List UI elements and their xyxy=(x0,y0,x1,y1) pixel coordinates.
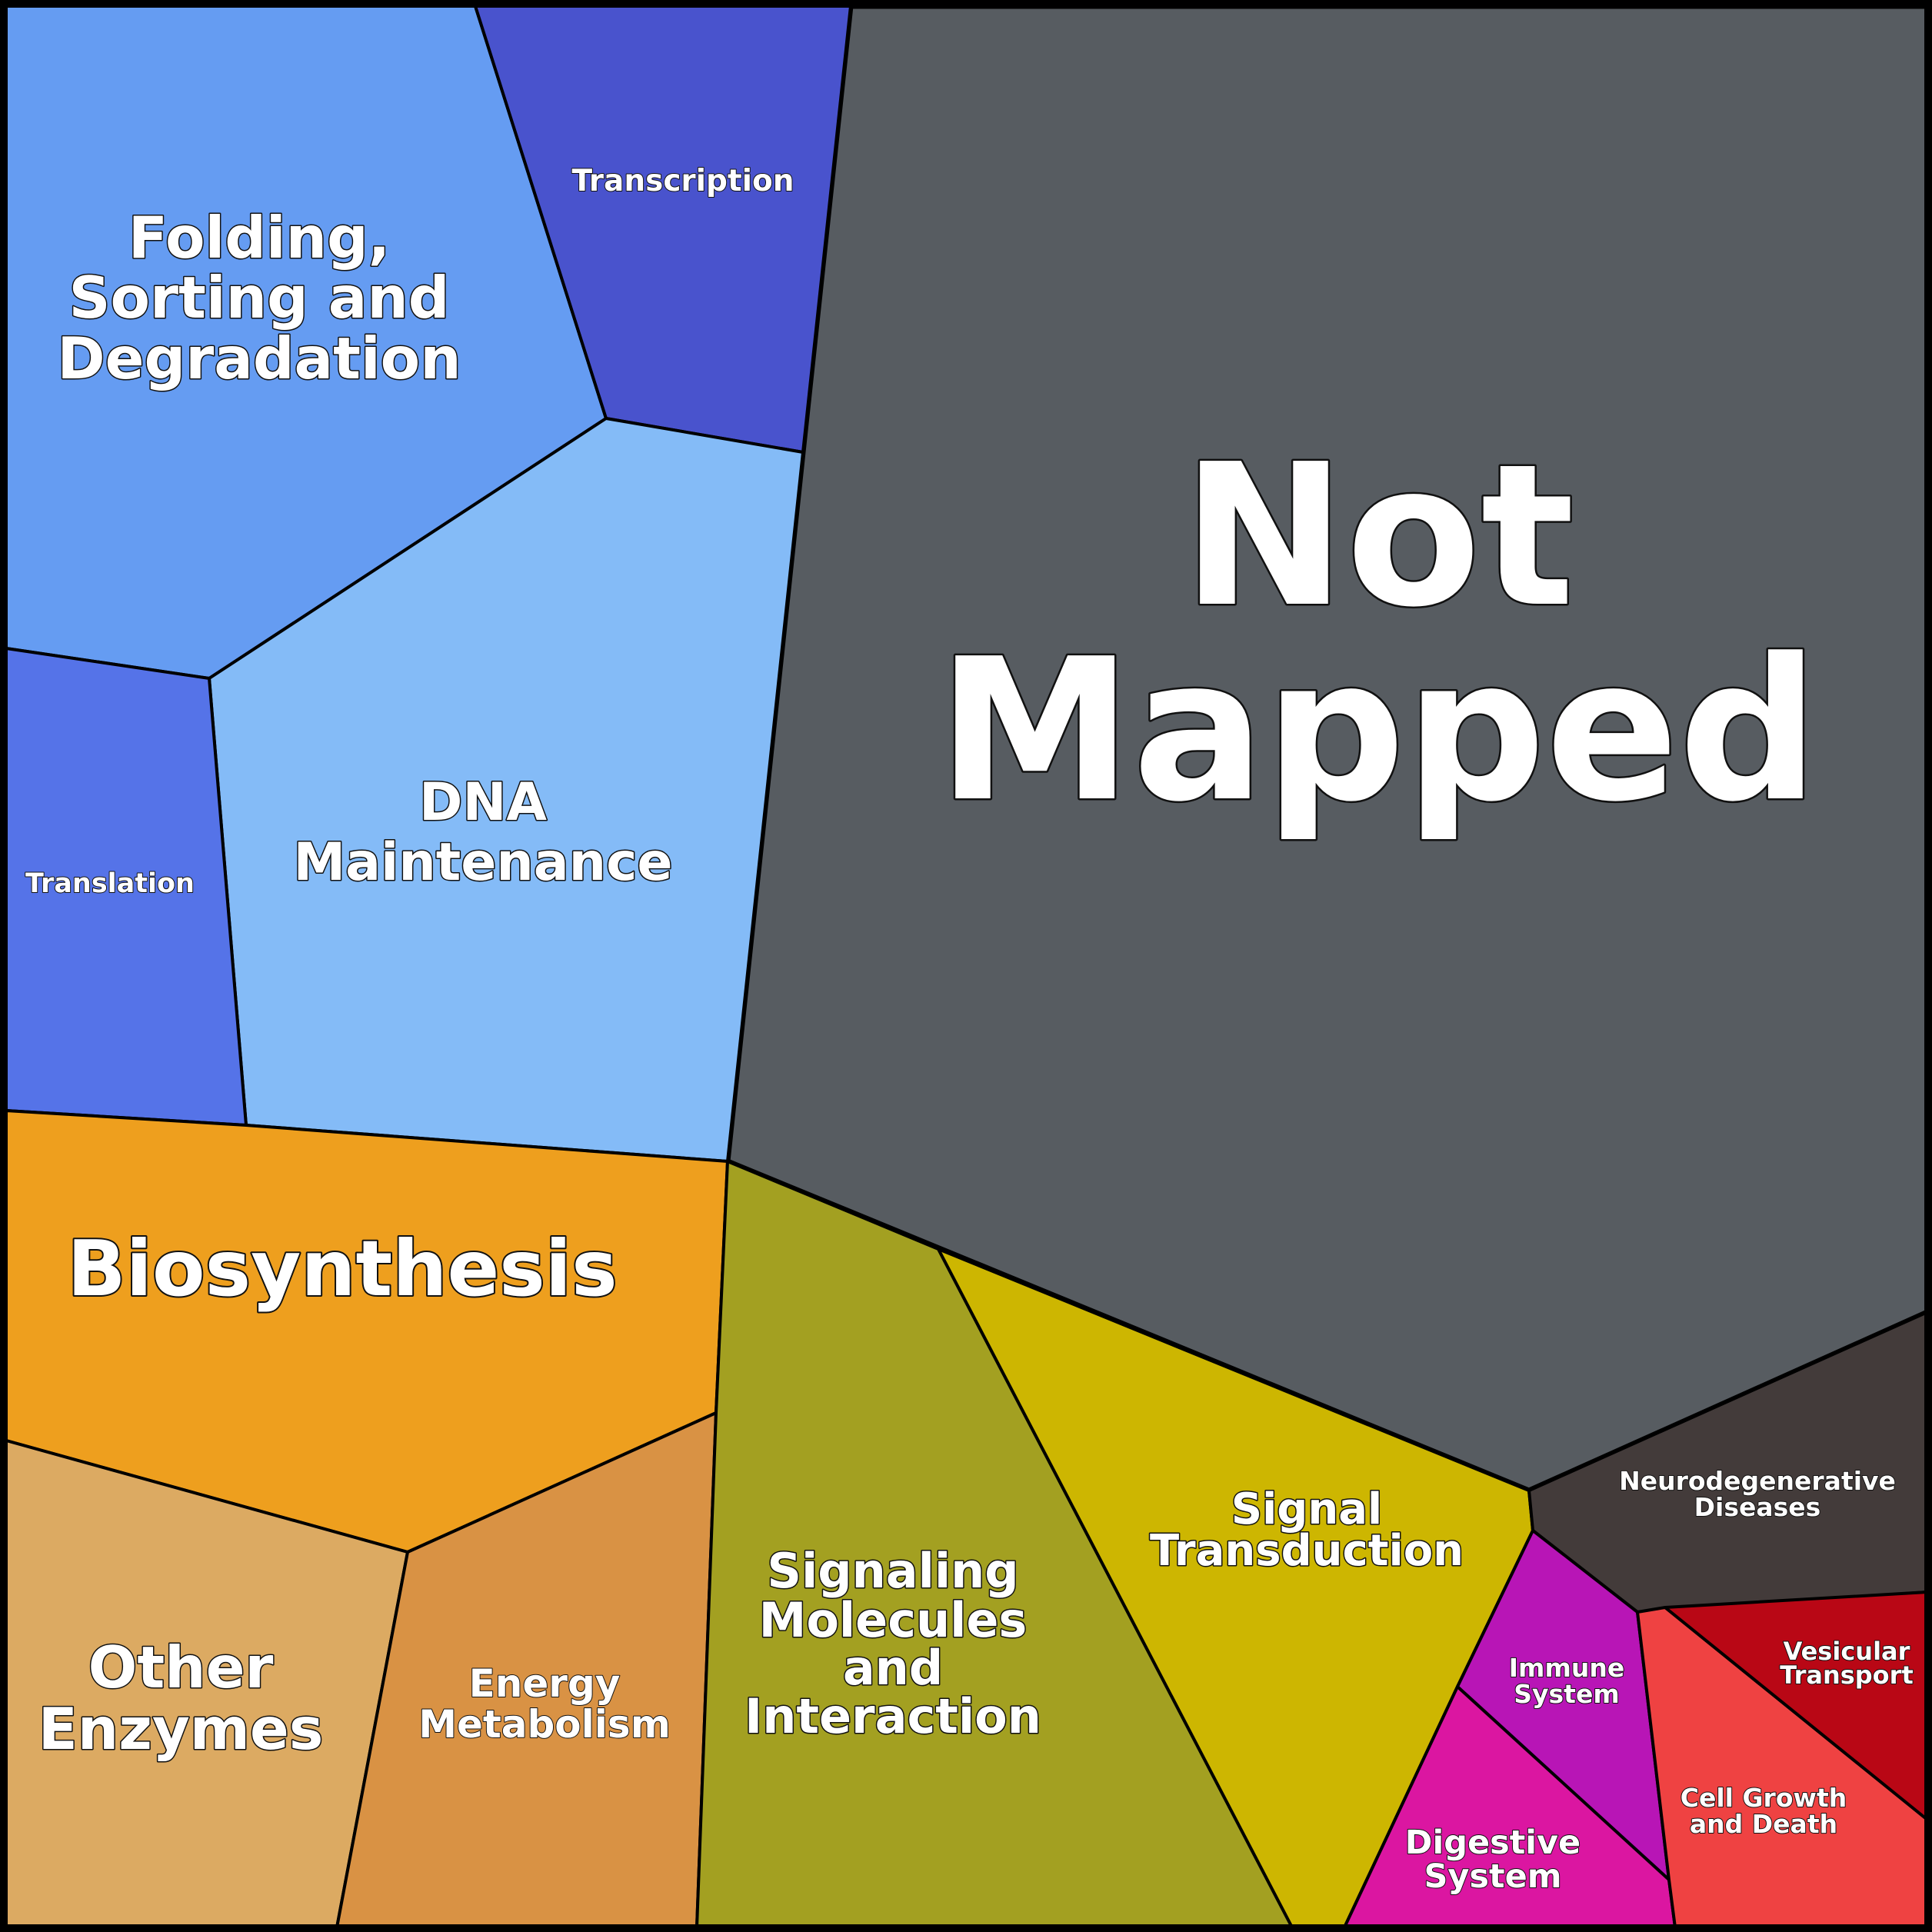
label-signaling-molecules-line-2: Molecules xyxy=(759,1592,1028,1648)
label-signaling-molecules-line-3: and xyxy=(843,1640,943,1696)
label-cell-growth-line-2: and Death xyxy=(1690,1809,1837,1839)
label-neurodegenerative-line-1: Neurodegenerative xyxy=(1619,1466,1896,1496)
label-dna-maintenance-line-2: Maintenance xyxy=(293,832,672,893)
label-immune-system-line-1: Immune xyxy=(1509,1653,1624,1683)
label-vesicular-transport-line-2: Transport xyxy=(1780,1661,1913,1690)
label-folding-line-3: Degradation xyxy=(57,325,461,392)
label-immune-system-line-2: System xyxy=(1514,1679,1619,1709)
label-not-mapped-line-1: Not xyxy=(1182,422,1575,651)
label-signal-transduction-line-1: Signal xyxy=(1231,1484,1382,1534)
label-energy-metabolism-line-2: Metabolism xyxy=(418,1702,671,1747)
label-transcription-line-1: Transcription xyxy=(571,164,794,198)
label-translation: Translation xyxy=(25,868,195,899)
label-other-enzymes-line-1: Other xyxy=(88,1634,274,1701)
label-other-enzymes-line-2: Enzymes xyxy=(38,1695,324,1763)
label-biosynthesis-line-1: Biosynthesis xyxy=(67,1224,617,1314)
label-digestive-system-line-1: Digestive xyxy=(1405,1824,1581,1862)
label-cell-growth-line-1: Cell Growth xyxy=(1681,1783,1847,1813)
label-energy-metabolism-line-1: Energy xyxy=(469,1661,621,1706)
label-vesicular-transport-line-1: Vesicular xyxy=(1784,1637,1910,1666)
label-dna-maintenance-line-1: DNA xyxy=(419,772,547,833)
label-biosynthesis: Biosynthesis xyxy=(67,1224,617,1314)
label-transcription: Transcription xyxy=(571,164,794,198)
label-signaling-molecules-line-1: Signaling xyxy=(767,1543,1018,1599)
label-neurodegenerative-line-2: Diseases xyxy=(1694,1492,1821,1522)
label-translation-line-1: Translation xyxy=(25,868,195,899)
label-not-mapped-line-2: Mapped xyxy=(938,617,1819,845)
label-signal-transduction-line-2: Transduction xyxy=(1150,1526,1464,1576)
label-folding-line-2: Sorting and xyxy=(69,264,450,331)
label-folding-line-1: Folding, xyxy=(128,204,390,271)
label-digestive-system-line-2: System xyxy=(1424,1857,1561,1896)
label-signaling-molecules-line-4: Interaction xyxy=(744,1688,1041,1744)
